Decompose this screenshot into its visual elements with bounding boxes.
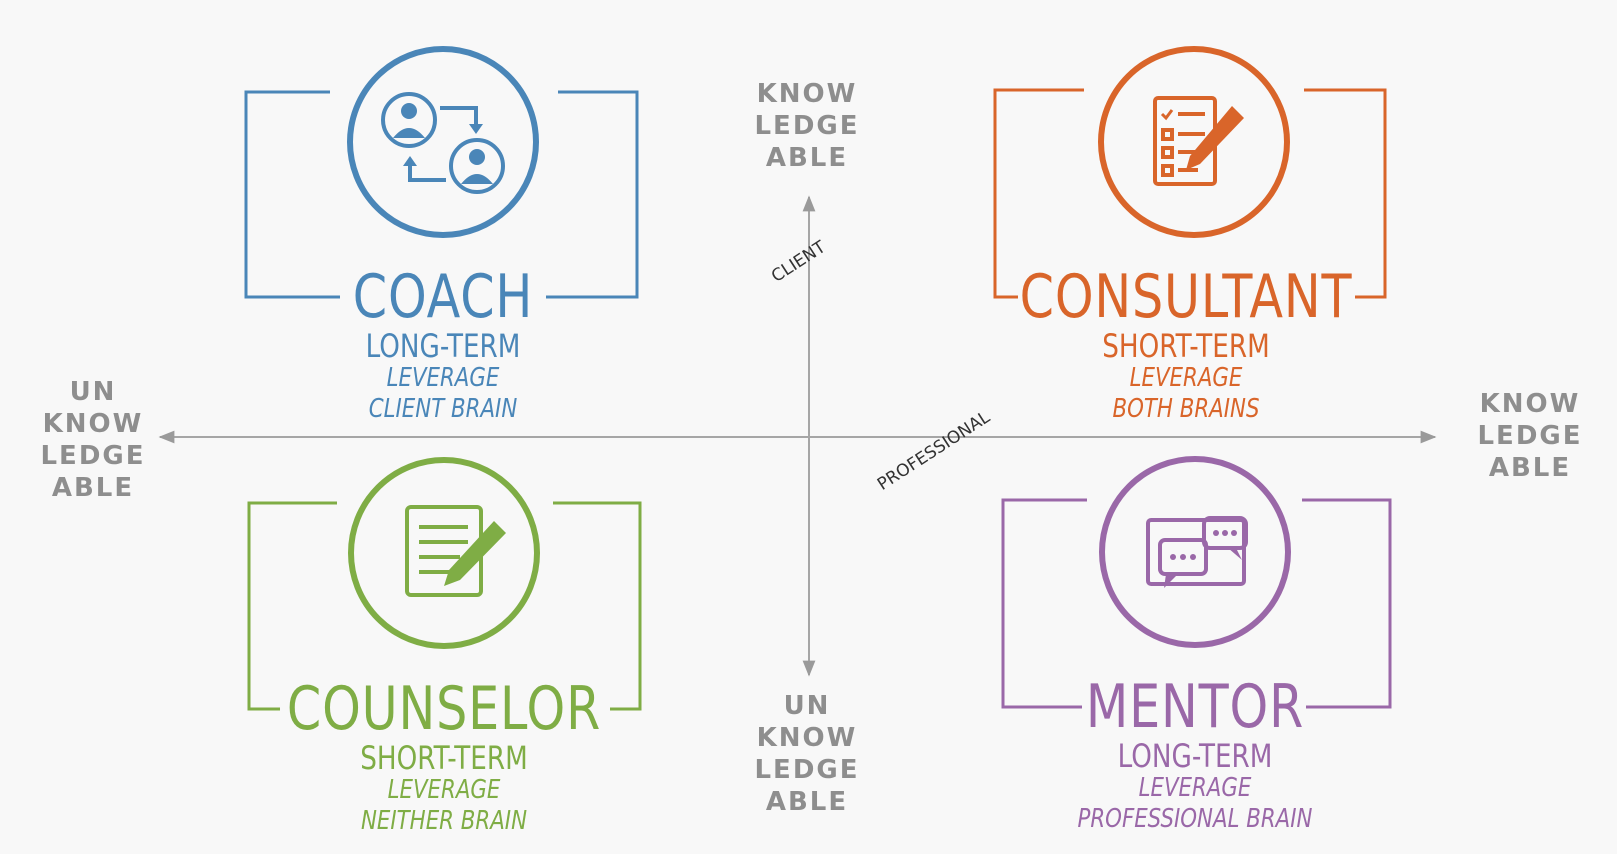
counselor-title-block: COUNSELOR SHORT-TERM LEVERAGE NEITHER BR… <box>287 677 601 837</box>
consultant-leverage: LEVERAGE <box>1129 363 1243 393</box>
mentor-brain: PROFESSIONAL BRAIN <box>1077 804 1313 834</box>
coach-leverage: LEVERAGE <box>386 363 500 393</box>
counselor-name: COUNSELOR <box>286 674 602 744</box>
mentor-leverage: LEVERAGE <box>1138 773 1252 803</box>
consultant-name: CONSULTANT <box>1019 262 1353 332</box>
chat-bubbles-icon <box>1146 516 1248 588</box>
mentor-name: MENTOR <box>1085 672 1305 742</box>
coach-frame <box>244 46 639 299</box>
counselor-brain: NEITHER BRAIN <box>360 806 528 836</box>
mentor-frame <box>1001 456 1392 709</box>
checklist-pen-icon <box>1153 96 1244 186</box>
consultant-title-block: CONSULTANT SHORT-TERM LEVERAGE BOTH BRAI… <box>1020 265 1353 425</box>
consultant-term: SHORT-TERM <box>1102 327 1270 365</box>
mentor-title-block: MENTOR LONG-TERM LEVERAGE PROFESSIONAL B… <box>1077 675 1312 835</box>
document-pen-icon <box>405 505 506 597</box>
mentor-term: LONG-TERM <box>1117 737 1273 775</box>
counselor-term: SHORT-TERM <box>360 739 528 777</box>
counselor-frame <box>247 457 642 711</box>
consultant-frame <box>993 46 1387 299</box>
coach-name: COACH <box>352 262 534 332</box>
coach-term: LONG-TERM <box>365 327 521 365</box>
people-exchange-icon <box>381 92 505 194</box>
coach-title-block: COACH LONG-TERM LEVERAGE CLIENT BRAIN <box>353 265 533 425</box>
counselor-leverage: LEVERAGE <box>387 775 501 805</box>
consultant-brain: BOTH BRAINS <box>1112 394 1260 424</box>
coach-brain: CLIENT BRAIN <box>368 394 518 424</box>
